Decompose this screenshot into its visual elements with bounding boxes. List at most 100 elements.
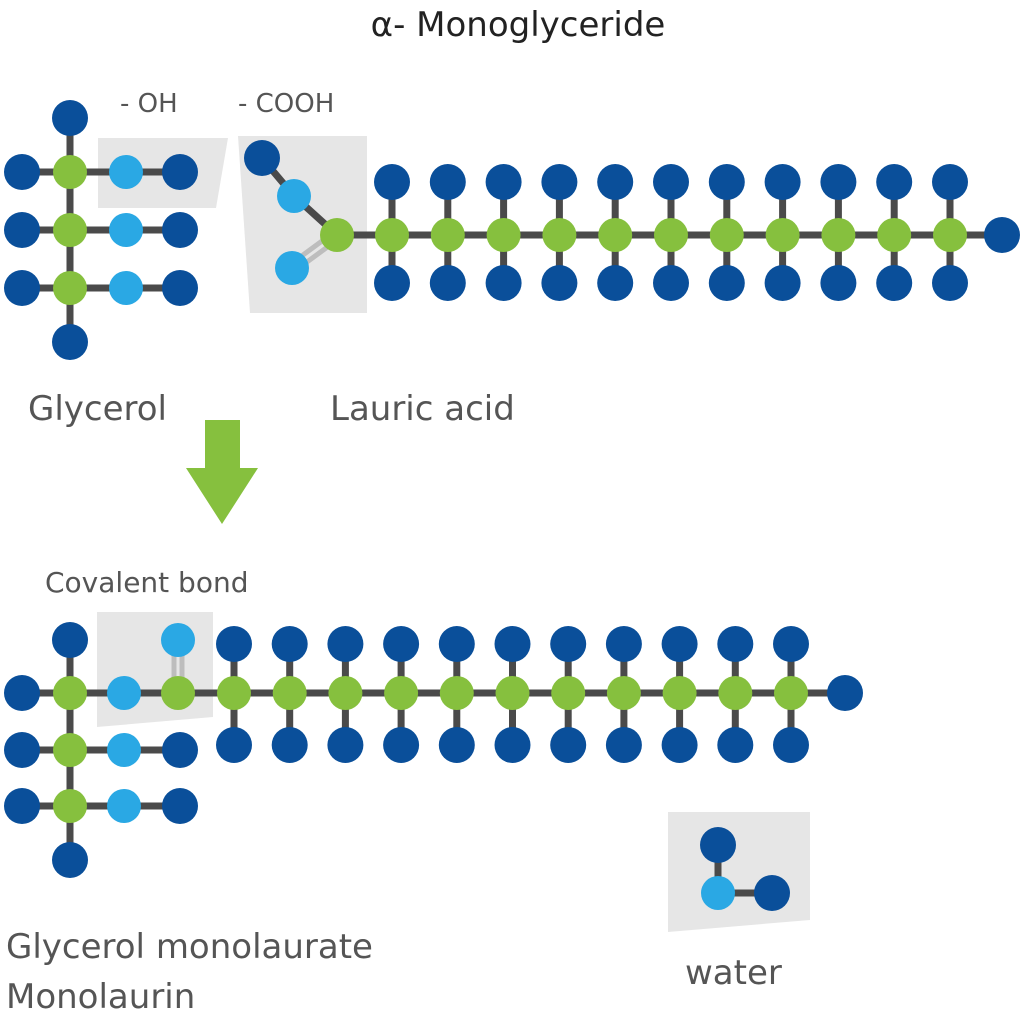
hydrogen-atom bbox=[374, 265, 410, 301]
hydrogen-atom bbox=[216, 727, 252, 763]
atoms bbox=[4, 100, 1020, 911]
cooh-group-label: - COOH bbox=[238, 89, 334, 119]
carbon-atom bbox=[662, 676, 697, 710]
hydrogen-atom bbox=[162, 732, 198, 768]
oxygen-atom bbox=[275, 251, 309, 285]
hydrogen-atom bbox=[4, 732, 40, 768]
oxygen-atom bbox=[107, 676, 141, 710]
hydrogen-atom bbox=[708, 265, 745, 301]
hydrogen-atom bbox=[700, 827, 736, 863]
hydrogen-atom bbox=[597, 265, 634, 301]
hydrogen-atom bbox=[541, 164, 578, 200]
carbon-atom bbox=[53, 789, 87, 823]
carbon-atom bbox=[606, 676, 641, 710]
hydrogen-atom bbox=[717, 626, 754, 662]
hydrogen-atom bbox=[52, 100, 88, 136]
hydrogen-atom bbox=[429, 164, 466, 200]
carbon-atom bbox=[765, 218, 800, 252]
carbon-atom bbox=[375, 218, 409, 252]
hydrogen-atom bbox=[661, 727, 698, 763]
hydrogen-atom bbox=[4, 212, 40, 248]
carbon-atom bbox=[328, 676, 363, 710]
hydrogen-atom bbox=[605, 727, 642, 763]
hydrogen-atom bbox=[4, 788, 40, 824]
hydrogen-atom bbox=[438, 727, 475, 763]
carbon-atom bbox=[542, 218, 577, 252]
oxygen-atom bbox=[109, 155, 143, 189]
hydrogen-atom bbox=[244, 140, 280, 176]
carbon-atom bbox=[551, 676, 586, 710]
carbon-atom bbox=[53, 213, 87, 247]
oxygen-atom bbox=[109, 213, 143, 247]
carbon-atom bbox=[718, 676, 753, 710]
product-name-label: Glycerol monolaurate bbox=[6, 927, 373, 967]
oxygen-atom bbox=[701, 876, 735, 910]
oxygen-atom bbox=[107, 789, 141, 823]
hydrogen-atom bbox=[773, 626, 809, 662]
glycerol-label: Glycerol bbox=[28, 389, 167, 429]
hydrogen-atom bbox=[327, 626, 364, 662]
carbon-atom bbox=[384, 676, 419, 710]
cooh-group-box bbox=[238, 136, 367, 313]
carbon-atom bbox=[821, 218, 856, 252]
carbon-atom bbox=[774, 676, 808, 710]
carbon-atom bbox=[598, 218, 633, 252]
hydrogen-atom bbox=[820, 265, 857, 301]
hydrogen-atom bbox=[820, 164, 857, 200]
carbon-atom bbox=[430, 218, 465, 252]
hydrogen-atom bbox=[438, 626, 475, 662]
hydrogen-atom bbox=[597, 164, 634, 200]
water-label: water bbox=[685, 953, 782, 993]
oxygen-atom bbox=[109, 271, 143, 305]
hydrogen-atom bbox=[494, 626, 531, 662]
hydrogen-atom bbox=[162, 212, 198, 248]
carbon-atom bbox=[272, 676, 307, 710]
hydrogen-atom bbox=[932, 164, 968, 200]
hydrogen-atom bbox=[485, 265, 522, 301]
hydrogen-atom bbox=[4, 154, 40, 190]
carbon-atom bbox=[439, 676, 474, 710]
carbon-atom bbox=[53, 733, 87, 767]
water-box bbox=[668, 812, 810, 932]
hydrogen-atom bbox=[773, 727, 809, 763]
carbon-atom bbox=[161, 676, 195, 710]
hydrogen-atom bbox=[605, 626, 642, 662]
oxygen-atom bbox=[107, 733, 141, 767]
covalent-bond-label: Covalent bond bbox=[45, 566, 248, 599]
oxygen-atom bbox=[161, 623, 195, 657]
carbon-atom bbox=[654, 218, 688, 252]
lauric-acid-label: Lauric acid bbox=[330, 389, 515, 429]
hydrogen-atom bbox=[717, 727, 754, 763]
hydrogen-atom bbox=[876, 265, 913, 301]
hydrogen-atom bbox=[494, 727, 531, 763]
highlight-boxes bbox=[97, 136, 810, 932]
hydrogen-atom bbox=[162, 154, 198, 190]
hydrogen-atom bbox=[653, 164, 689, 200]
hydrogen-atom bbox=[162, 270, 198, 306]
carbon-atom bbox=[486, 218, 521, 252]
hydrogen-atom bbox=[550, 626, 587, 662]
hydrogen-atom bbox=[429, 265, 466, 301]
title: α- Monoglyceride bbox=[371, 5, 666, 45]
hydrogen-atom bbox=[271, 727, 308, 763]
hydrogen-atom bbox=[550, 727, 587, 763]
oxygen-atom bbox=[277, 179, 311, 213]
hydrogen-atom bbox=[383, 727, 420, 763]
hydrogen-atom bbox=[485, 164, 522, 200]
hydrogen-atom bbox=[541, 265, 578, 301]
carbon-atom bbox=[53, 155, 87, 189]
hydrogen-atom bbox=[374, 164, 410, 200]
hydrogen-atom bbox=[4, 675, 40, 711]
hydrogen-atom bbox=[52, 842, 88, 878]
hydrogen-atom bbox=[932, 265, 968, 301]
hydrogen-atom bbox=[764, 164, 801, 200]
carbon-atom bbox=[320, 218, 354, 252]
carbon-atom bbox=[495, 676, 530, 710]
product-alias-label: Monolaurin bbox=[6, 977, 195, 1017]
carbon-atom bbox=[877, 218, 912, 252]
carbon-atom bbox=[53, 271, 87, 305]
hydrogen-atom bbox=[383, 626, 420, 662]
hydrogen-atom bbox=[754, 875, 790, 911]
hydrogen-atom bbox=[216, 626, 252, 662]
